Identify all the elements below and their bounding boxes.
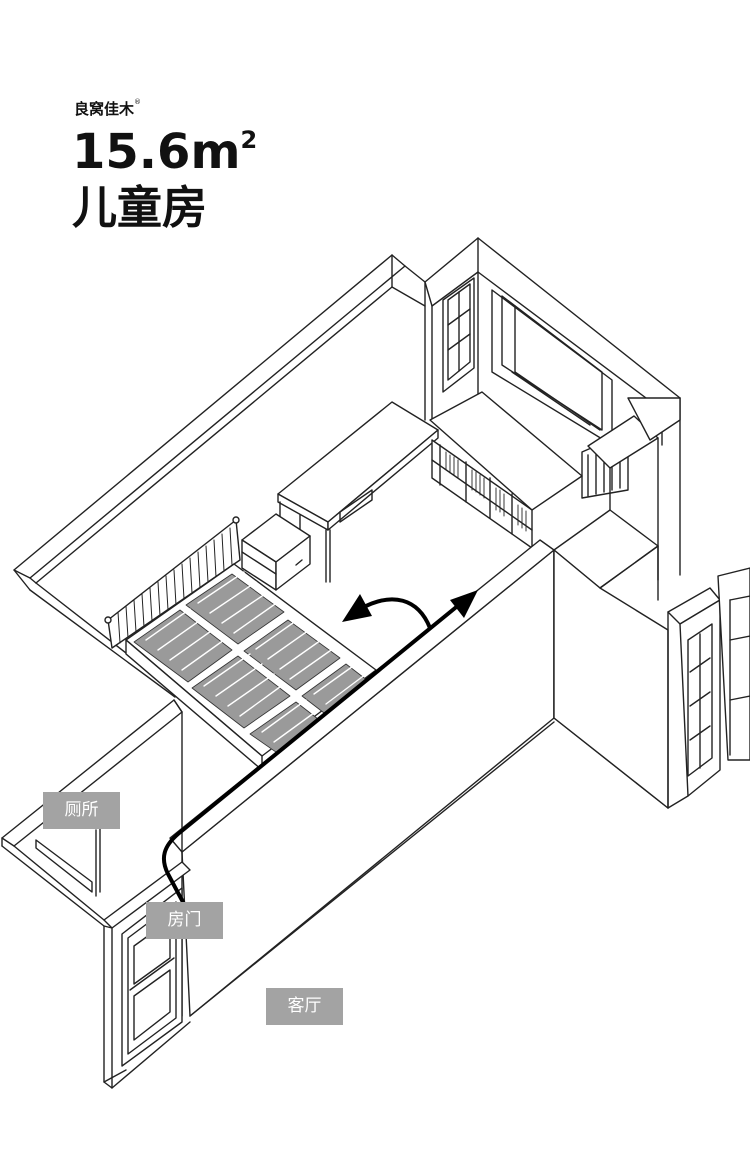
corner-pier xyxy=(587,397,681,581)
front-wall xyxy=(169,509,669,1017)
bed xyxy=(104,516,377,771)
door-label: 房门 xyxy=(146,902,223,939)
living-room-label: 客厅 xyxy=(266,988,343,1025)
area-value: 15.6 xyxy=(72,124,191,180)
room-area: 15.6m2 xyxy=(72,122,257,190)
path-arrows xyxy=(161,590,478,906)
nightstand xyxy=(241,513,311,591)
toilet-label: 厕所 xyxy=(43,792,120,829)
room-title: 儿童房 xyxy=(72,181,208,234)
brand-name: 良窝佳木 xyxy=(74,100,135,118)
registered-mark: ® xyxy=(134,98,142,106)
right-door xyxy=(667,567,750,809)
area-unit: m xyxy=(190,124,241,180)
desk xyxy=(277,391,583,583)
area-superscript: 2 xyxy=(240,126,258,154)
room-door xyxy=(103,861,191,1089)
brand-logo: 良窝佳木® xyxy=(74,98,141,119)
back-wall xyxy=(13,254,426,698)
